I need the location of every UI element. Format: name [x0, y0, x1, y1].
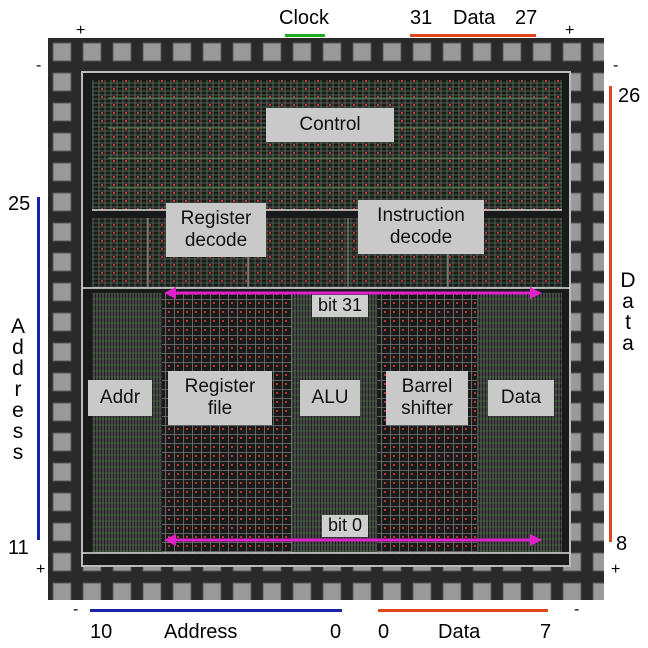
address-left-top: 25 — [8, 193, 31, 215]
instruction-decode-block: Instruction decode — [358, 200, 484, 254]
clock-bar — [285, 34, 325, 37]
data-bottom-label: Data — [438, 621, 481, 643]
bit0-arrow — [164, 534, 542, 546]
address-left-letter: d — [12, 336, 24, 359]
address-left-letter: s — [12, 441, 24, 464]
address-left-letter: d — [12, 357, 24, 380]
data-bottom-start: 0 — [378, 621, 390, 643]
address-bottom-start: 10 — [90, 621, 113, 643]
register-decode-block: Register decode — [166, 203, 266, 257]
alu-block: ALU — [300, 380, 360, 416]
data-bottom-end: 7 — [540, 621, 552, 643]
addr-block: Addr — [88, 380, 152, 416]
corner-plus-tr: + — [565, 22, 575, 39]
data-right-top: 26 — [618, 85, 641, 107]
barrel-shifter-block: Barrel shifter — [386, 371, 468, 425]
data-right-letter: t — [625, 311, 631, 334]
corner-minus-bl: - — [73, 601, 79, 618]
bit31-arrow — [164, 287, 542, 299]
address-left-letter: e — [12, 399, 24, 422]
register-file-block: Register file — [168, 371, 272, 425]
data-right-bottom: 8 — [616, 533, 628, 555]
address-bottom-end: 0 — [330, 621, 342, 643]
corner-plus-br: + — [611, 561, 621, 578]
address-left-letter: s — [12, 420, 24, 443]
data-top-label: Data — [453, 7, 496, 29]
data-right-letter: D — [620, 269, 636, 292]
address-left-letter: A — [10, 315, 25, 338]
address-left-bar — [37, 197, 40, 540]
address-left-bottom: 11 — [8, 537, 29, 559]
data-right-letter: a — [622, 332, 634, 355]
control-block: Control — [266, 108, 394, 142]
data-top-bar — [410, 34, 536, 37]
bit0-label: bit 0 — [322, 515, 369, 537]
data-right-bar — [609, 86, 612, 542]
data-bottom-bar — [378, 609, 548, 612]
corner-plus-tl: + — [76, 22, 86, 39]
data-top-start: 31 — [410, 7, 433, 29]
chip-die: Control Register decode Instruction deco… — [48, 38, 604, 600]
data-right-letter: a — [622, 290, 634, 313]
corner-minus-tr: - — [613, 57, 619, 74]
clock-label: Clock — [279, 7, 330, 29]
data-block: Data — [488, 380, 554, 416]
corner-minus-br: - — [574, 601, 580, 618]
address-left-letter: r — [14, 378, 22, 401]
corner-plus-bl: + — [36, 561, 46, 578]
data-top-end: 27 — [515, 7, 538, 29]
address-bottom-label: Address — [164, 621, 238, 643]
corner-minus-tl: - — [36, 57, 42, 74]
address-bottom-bar — [90, 609, 342, 612]
bit31-label: bit 31 — [312, 295, 369, 317]
